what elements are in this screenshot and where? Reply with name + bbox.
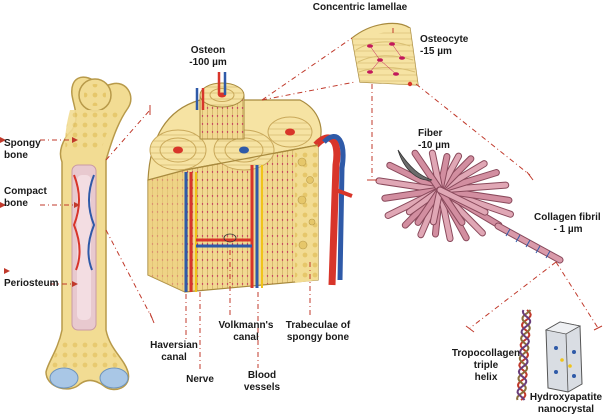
label-compact-bone-line2: bone	[4, 198, 28, 209]
label-osteocyte-size: -15 µm	[420, 46, 452, 57]
label-spongy-bone-line1: Spongy	[4, 138, 41, 149]
label-nerve: Nerve	[186, 374, 214, 385]
label-tropocollagen: Tropocollagen triple helix	[452, 348, 520, 384]
haversian-vessels	[184, 165, 263, 292]
label-blood-vessels: Blood vessels	[244, 370, 280, 394]
label-hydroxyapatite-line2: nanocrystal	[537, 404, 595, 415]
hydroxyapatite-crystal-illustration	[544, 321, 583, 393]
canaliculi	[369, 43, 403, 75]
label-trabeculae-line2: spongy bone	[286, 332, 350, 343]
label-spongy-bone-line2: bone	[4, 150, 28, 161]
label-concentric-lamellae: Concentric lamellae	[312, 2, 408, 13]
label-trabeculae-line1: Trabeculae of	[285, 320, 351, 331]
label-fiber: Fiber -10 µm	[418, 128, 450, 152]
label-tropocollagen-line1: Tropocollagen	[451, 348, 521, 359]
fiber-sheath-spike	[397, 149, 433, 181]
label-volkmanns-canal: Volkmann's canal	[219, 320, 274, 344]
label-collagen-fibril-size: - 1 µm	[553, 224, 583, 235]
helix-strand	[516, 309, 532, 401]
label-osteocyte: Osteocyte -15 µm	[420, 34, 468, 58]
femur-illustration	[45, 76, 132, 391]
label-haversian-canal: Haversian canal	[150, 340, 198, 364]
trabecular-region	[295, 134, 353, 286]
label-tropocollagen-line2: triple	[473, 360, 499, 371]
fiber-bundle-illustration	[375, 149, 514, 243]
guide-arrowheads	[0, 137, 80, 287]
label-blood-line2: vessels	[243, 382, 281, 393]
label-fiber-title: Fiber	[418, 128, 443, 139]
label-blood-line1: Blood	[247, 370, 277, 381]
label-osteon-title: Osteon	[190, 45, 226, 56]
label-collagen-fibril: Collagen fibril - 1 µm	[534, 212, 601, 236]
label-compact-bone: Compact bone	[4, 186, 47, 210]
label-osteon: Osteon -100 µm	[189, 45, 226, 69]
label-hydroxyapatite: Hydroxyapatite nanocrystal	[530, 392, 602, 416]
label-trabeculae: Trabeculae of spongy bone	[286, 320, 350, 344]
label-tropocollagen-line3: helix	[474, 372, 498, 383]
label-spongy-bone: Spongy bone	[4, 138, 41, 162]
label-hydroxyapatite-line1: Hydroxyapatite	[529, 392, 603, 403]
tropocollagen-helix-illustration	[516, 309, 532, 401]
label-volkmann-line2: canal	[233, 332, 259, 343]
osteocyte-wedge-illustration	[351, 22, 419, 87]
label-haversian-line2: canal	[161, 352, 187, 363]
label-osteon-size: -100 µm	[189, 57, 227, 68]
label-volkmann-line1: Volkmann's	[218, 320, 274, 331]
osteon-block-illustration	[147, 72, 353, 293]
osteon-cylinder	[195, 72, 245, 140]
label-compact-bone-line1: Compact	[4, 186, 47, 197]
label-periosteum: Periosteum	[4, 278, 59, 289]
label-haversian-line1: Haversian	[150, 340, 198, 351]
fiber-strand	[430, 187, 443, 225]
fiber-strand	[437, 187, 488, 215]
fiber-strand	[412, 150, 443, 193]
label-osteocyte-title: Osteocyte	[420, 34, 469, 45]
label-collagen-fibril-title: Collagen fibril	[534, 212, 601, 223]
collagen-fibril-illustration	[494, 222, 564, 264]
guide-lines	[40, 28, 603, 370]
helix-strand	[516, 309, 532, 401]
label-fiber-size: -10 µm	[418, 140, 450, 151]
